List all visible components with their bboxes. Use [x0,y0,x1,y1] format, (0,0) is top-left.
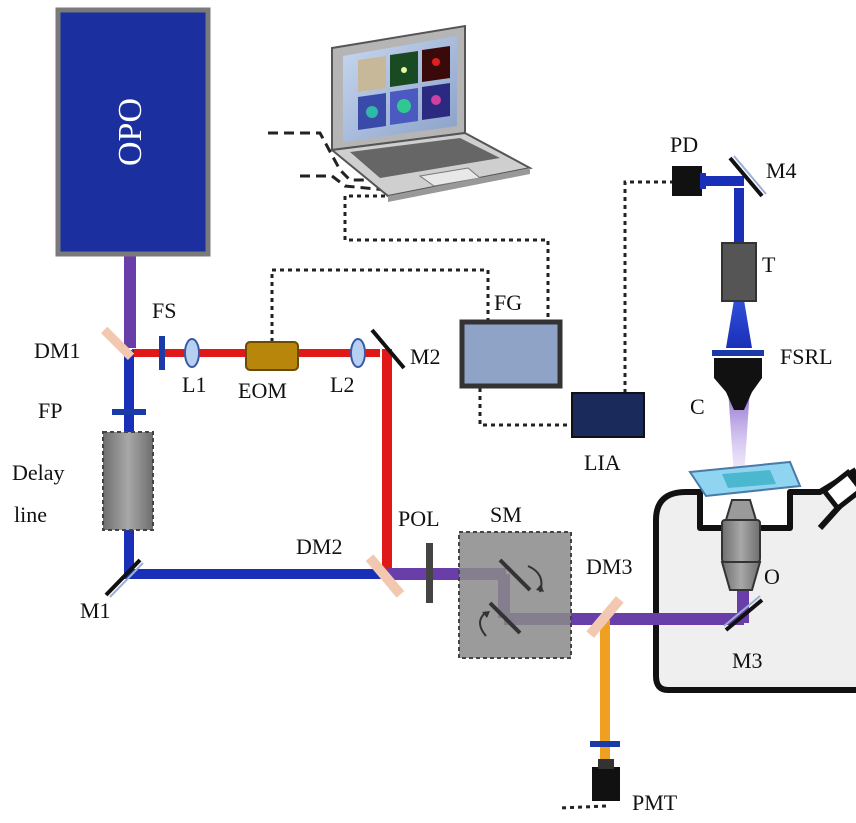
screen-thumb-6-spot [431,95,441,105]
t-filter [721,242,757,302]
label-pol: POL [398,506,440,531]
pd-window [700,173,706,189]
l1-lens [184,338,200,368]
beam-detection-to-pd [700,176,744,186]
condenser-body [714,358,762,392]
fp-filter [112,409,146,415]
screen-thumb-3-spot [432,58,440,66]
laptop-cables [268,131,387,192]
label-l1: L1 [182,372,206,397]
label-m1: M1 [80,598,111,623]
objective-top [724,499,758,521]
lia-box [571,392,645,438]
label-c: C [690,394,705,419]
objective-body [721,519,761,563]
label-t: T [762,252,776,277]
label-l2: L2 [330,372,354,397]
screen-thumb-2-spot [401,67,407,73]
sample-spot [722,470,776,488]
m4-mirror-glint [733,155,767,195]
label-o: O [764,564,780,589]
fg-box [459,319,563,389]
opo-label: OPO [112,98,149,166]
microscope-arm-handle [820,468,856,512]
pd-detector [672,166,702,196]
fs-filter [159,336,165,370]
microscope-arm [817,470,856,531]
laptop [329,24,533,202]
label-m4: M4 [766,158,797,183]
beam-fluorescence [600,620,610,780]
delay-line-box [102,431,154,531]
label-fp: FP [38,398,62,423]
screen-thumb-5-spot [397,99,411,113]
pmt-detector [592,767,620,801]
label-eom: EOM [238,378,287,403]
condenser-tip [726,392,752,410]
label-fs: FS [152,298,176,323]
screen-thumb-1 [358,56,386,92]
opo-box [55,7,211,257]
m3-mirror-glint [723,595,761,627]
label-dm1: DM1 [34,338,80,363]
beam-transmitted-cone [728,388,750,478]
pmt-filter [590,741,620,747]
m4-mirror [728,156,764,198]
screen-thumb-4-spot [366,106,378,118]
label-fsrl: FSRL [780,344,833,369]
l2-lens [350,338,366,368]
beam-opo-output [124,252,136,348]
dm1-mirror [101,326,135,360]
sm-rotation-arrowhead-1 [536,584,544,592]
label-dm3: DM3 [586,554,632,579]
m2-mirror [370,328,406,370]
sm-mirror-2 [488,601,522,635]
label-m2: M2 [410,344,441,369]
m3-mirror [724,598,764,632]
beam-detection-lower [726,300,752,348]
microscope-body [653,467,856,693]
label-fg: FG [494,290,522,315]
label-delay-line-2: line [14,502,47,527]
laptop-keyboard [350,138,500,178]
beam-stokes-horizontal [124,569,386,579]
m1-mirror-glint [109,562,144,598]
label-pd: PD [670,132,698,157]
m1-mirror [104,558,142,597]
label-lia: LIA [584,450,621,475]
sm-mirror-1 [498,558,532,592]
pmt-window [598,759,614,769]
sm-rotation-arrowhead-2 [482,611,490,618]
dm3-mirror [586,596,624,638]
fsrl-filter [712,350,764,356]
eom-box [245,341,299,371]
label-m3: M3 [732,648,763,673]
sm-box [458,531,572,659]
laptop-front-edge [388,168,530,202]
label-delay-line-1: Delay [12,460,65,485]
beam-pump-vertical [382,349,392,577]
pol-polarizer [426,543,433,603]
label-pmt: PMT [632,790,678,815]
label-dm2: DM2 [296,534,342,559]
label-sm: SM [490,502,522,527]
signal-cables [270,180,673,810]
objective-tip [720,561,762,591]
dm2-mirror [365,554,405,598]
